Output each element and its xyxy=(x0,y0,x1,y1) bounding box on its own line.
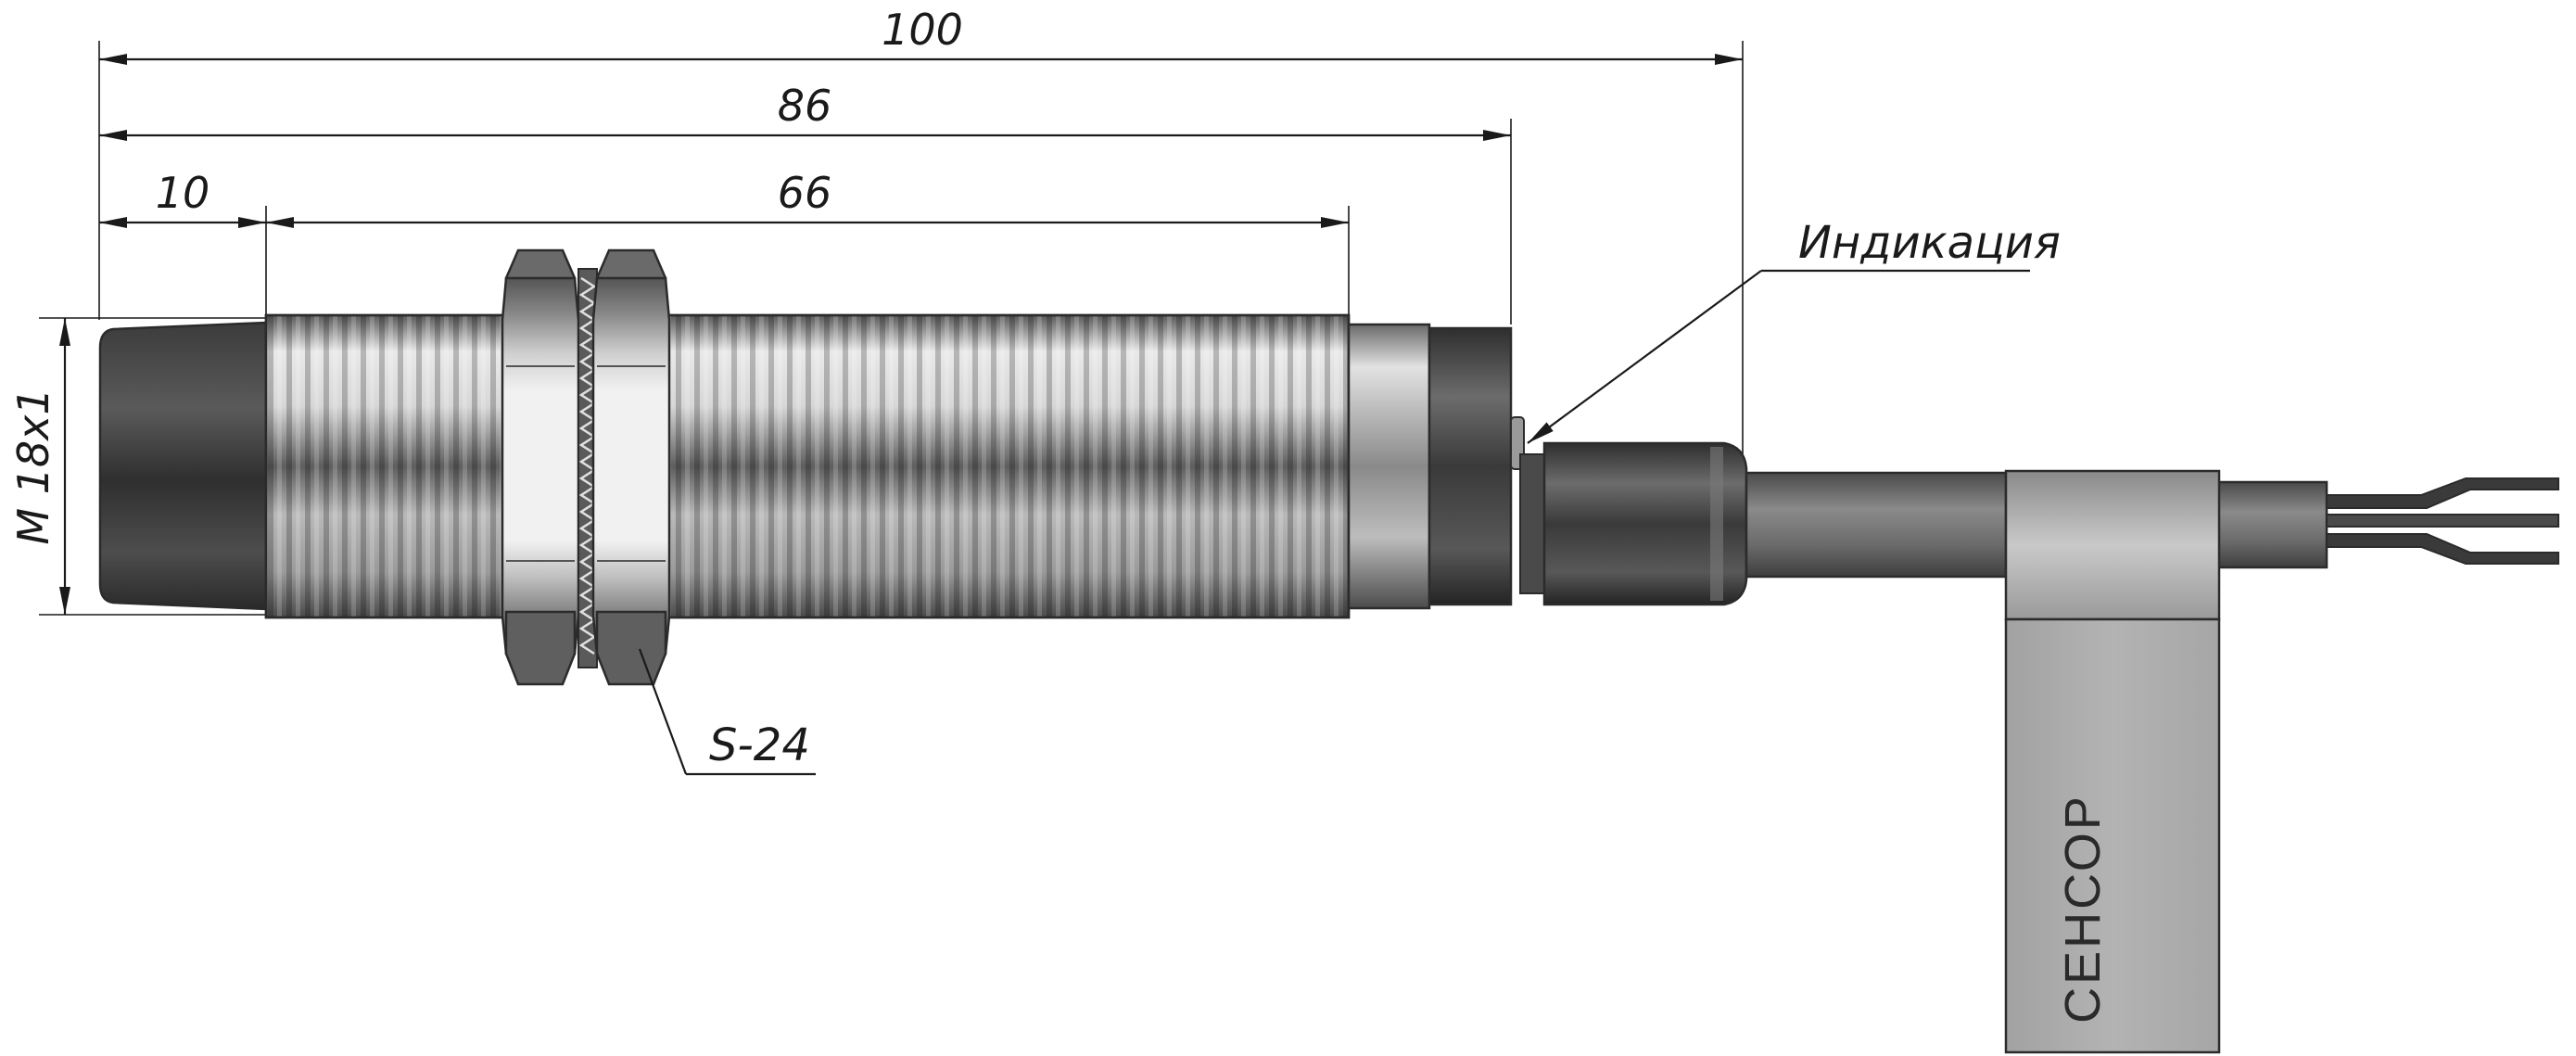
dim-thread-length: 66 xyxy=(778,168,832,218)
dimensions: 100 86 10 66 M 18x1 xyxy=(8,5,1744,616)
dim-face-length: 10 xyxy=(156,168,210,218)
sensing-face xyxy=(98,321,268,611)
cable-gland xyxy=(1542,441,1748,606)
nut-right-bottom-cap xyxy=(595,610,667,686)
gland-ring xyxy=(1710,447,1723,601)
thread-ribs xyxy=(266,315,1349,617)
wrench-size-label: S-24 xyxy=(709,719,810,771)
dim-overall-length: 100 xyxy=(882,5,963,55)
wire-2 xyxy=(2326,514,2559,528)
cable-jacket-end xyxy=(2214,480,2329,569)
sensor-body: СЕНСОР xyxy=(98,248,2559,1054)
indication-leader xyxy=(1527,270,1762,444)
dim-housing-length: 86 xyxy=(778,81,832,131)
wires xyxy=(2326,477,2559,565)
callouts: Индикация S-24 xyxy=(638,217,2061,776)
cable xyxy=(1745,471,2008,579)
lock-nut-right xyxy=(591,248,671,686)
nut-right-body xyxy=(591,276,671,655)
wrench-leader xyxy=(638,648,688,775)
nut-left-body xyxy=(501,276,580,655)
nut-left-bottom-cap xyxy=(504,610,577,686)
brand-label: СЕНСОР xyxy=(2055,794,2111,1024)
washer-teeth xyxy=(578,276,597,655)
lock-nut-left xyxy=(501,248,580,686)
tag-flag xyxy=(2004,617,2221,1054)
indication-label: Индикация xyxy=(1798,217,2061,269)
wire-1 xyxy=(2326,477,2559,509)
tag-sleeve xyxy=(2004,469,2221,621)
wire-3 xyxy=(2326,533,2559,565)
smooth-housing xyxy=(1347,323,1431,610)
dim-thread-size: M 18x1 xyxy=(8,388,58,544)
label-tag: СЕНСОР xyxy=(2004,469,2221,1054)
end-cap xyxy=(1428,326,1513,606)
